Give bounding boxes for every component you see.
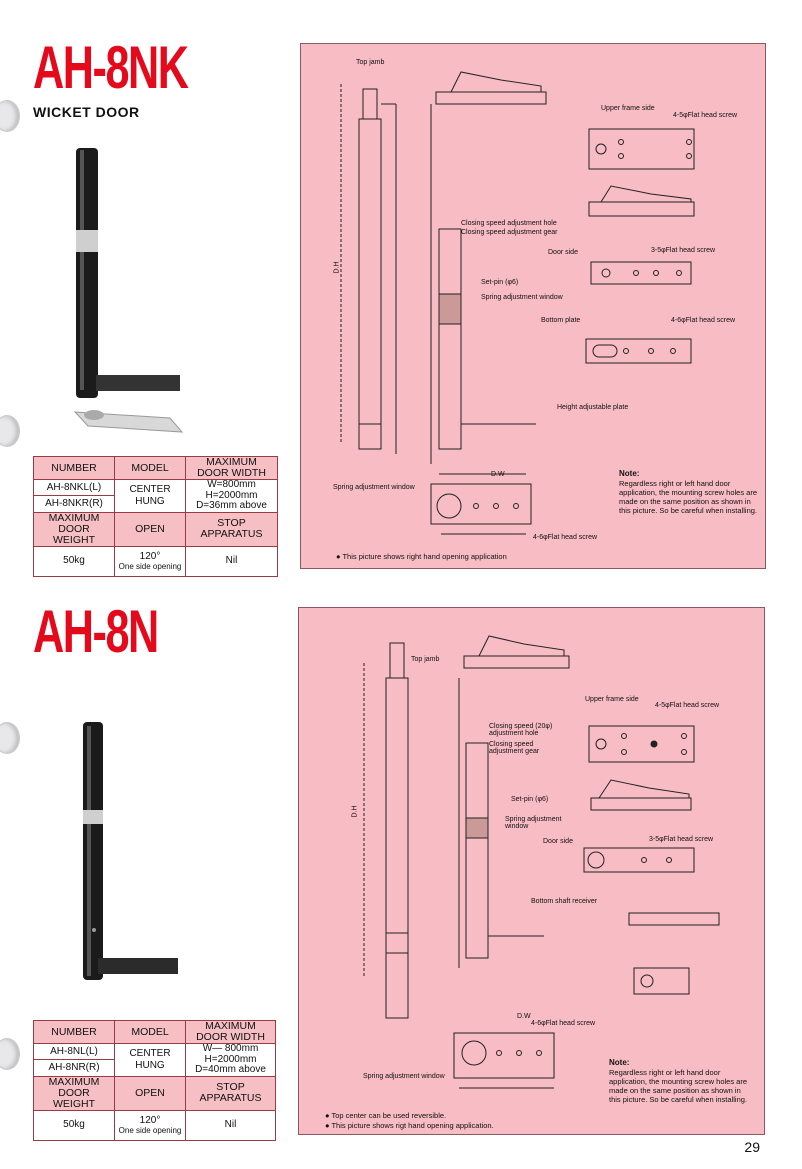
label-flat-screw-3: 3-5φFlat head screw	[649, 836, 714, 843]
cell-number: AH-8NR(R)	[33, 1059, 115, 1077]
label-dw: D.W	[517, 1013, 531, 1020]
label-upper-frame: Upper frame side	[601, 105, 655, 112]
label-flat-screw-3: 3-5φFlat head screw	[651, 247, 716, 254]
th-open: OPEN	[114, 511, 186, 547]
note-text: Regardless right or left hand door appli…	[609, 1067, 747, 1104]
label-flat-screw-4c: 4-6φFlat head screw	[533, 534, 598, 541]
note-text: Regardless right or left hand door appli…	[619, 478, 757, 515]
th-door-width: MAXIMUM DOOR WIDTH	[185, 455, 278, 481]
label-closing-gear: Closing speed adjustment gear	[489, 741, 540, 755]
cell-width-w: W=800mm	[207, 479, 256, 491]
binder-hole	[0, 415, 20, 447]
label-flat-screw-4b: 4-6φFlat head screw	[531, 1020, 596, 1027]
footnote: ● This picture shows rigt hand opening a…	[325, 1121, 494, 1130]
cell-width-d: D=36mm above	[196, 500, 267, 512]
note-title: Note:	[609, 1058, 630, 1067]
cell-open-side: One side opening	[118, 1126, 182, 1136]
cell-weight: 50kg	[33, 545, 115, 577]
page-number: 29	[744, 1139, 760, 1155]
label-set-pin: Set-pin (φ6)	[511, 796, 549, 803]
label-spring-window: Spring adjustment window	[481, 294, 563, 301]
note-bottom: Note: Regardless right or left hand door…	[609, 1058, 754, 1104]
th-open: OPEN	[114, 1075, 186, 1111]
note-title: Note:	[619, 469, 640, 478]
cell-width: W=800mm H=2000mm D=36mm above	[185, 479, 278, 513]
product-title-ah-8nk: AH-8NK	[33, 34, 189, 101]
cell-open-side: One side opening	[118, 562, 182, 572]
label-set-pin: Set-pin (φ6)	[481, 279, 519, 286]
binder-hole	[0, 100, 20, 132]
th-door-weight: MAXIMUM DOOR WEIGHT	[33, 1075, 115, 1111]
cell-width-h: H=2000mm	[204, 1053, 257, 1065]
cell-number: AH-8NKL(L)	[33, 479, 115, 497]
cell-open-angle: 120°	[139, 1114, 161, 1126]
cell-stop: Nil	[185, 545, 278, 577]
label-top-jamb: Top jamb	[356, 59, 385, 66]
cell-open: 120° One side opening	[114, 545, 186, 577]
cell-model: CENTER HUNG	[114, 479, 186, 513]
th-model: MODEL	[114, 1019, 186, 1045]
label-spring-window-2: Spring adjustment window	[363, 1073, 445, 1080]
label-closing-gear: Closing speed adjustment gear	[461, 229, 558, 236]
label-spring-window: Spring adjustment window	[505, 816, 562, 830]
label-closing-hole: Closing speed (20φ) adjustment hole	[489, 723, 553, 737]
product-subtitle: WICKET DOOR	[33, 104, 140, 120]
cell-width: W— 800mm H=2000mm D=40mm above	[185, 1043, 276, 1077]
th-door-width: MAXIMUM DOOR WIDTH	[185, 1019, 276, 1045]
cell-stop: Nil	[185, 1109, 276, 1141]
technical-drawing-ah-8n: Top jamb Upper frame side 4-5φFlat head …	[298, 607, 765, 1135]
binder-hole	[0, 722, 20, 754]
label-upper-frame: Upper frame side	[585, 696, 639, 703]
note-top: Note: Regardless right or left hand door…	[619, 469, 759, 515]
label-closing-hole: Closing speed adjustment hole	[461, 220, 557, 227]
label-door-side: Door side	[543, 838, 573, 845]
th-model: MODEL	[114, 455, 186, 481]
cell-open: 120° One side opening	[114, 1109, 186, 1141]
cell-open-angle: 120°	[139, 550, 161, 562]
label-flat-screw: 4-5φFlat head screw	[655, 702, 720, 709]
label-flat-screw-4b: 4-6φFlat head screw	[671, 317, 736, 324]
label-spring-window-2: Spring adjustment window	[333, 484, 415, 491]
cell-weight: 50kg	[33, 1109, 115, 1141]
th-stop: STOP APPARATUS	[185, 1075, 276, 1111]
cell-width-d: D=40mm above	[195, 1064, 266, 1076]
label-door-side: Door side	[548, 249, 578, 256]
cell-model: CENTER HUNG	[114, 1043, 186, 1077]
technical-drawing-ah-8nk: Top jamb Upper frame side 4-5φFlat head …	[300, 43, 766, 569]
label-height-plate: Height adjustable plate	[557, 404, 629, 411]
label-flat-screw: 4-5φFlat head screw	[673, 112, 738, 119]
footnote: ● Top center can be used reversible.	[325, 1111, 447, 1120]
label-dw: D.W	[491, 471, 505, 478]
cell-width-h: H=2000mm	[205, 489, 258, 501]
binder-hole	[0, 1038, 20, 1070]
cell-width-w: W— 800mm	[202, 1043, 259, 1055]
th-number: NUMBER	[33, 455, 115, 481]
cell-number: AH-8NKR(R)	[33, 495, 115, 513]
th-stop: STOP APPARATUS	[185, 511, 278, 547]
th-number: NUMBER	[33, 1019, 115, 1045]
label-dh: D.H	[333, 261, 341, 274]
drawing-lines	[363, 635, 720, 1089]
drawing-lines	[340, 71, 695, 535]
spec-table-ah-8nk: NUMBER MODEL MAXIMUM DOOR WIDTH AH-8NKL(…	[33, 455, 278, 577]
label-bottom-plate: Bottom plate	[541, 317, 581, 324]
spec-table-ah-8n: NUMBER MODEL MAXIMUM DOOR WIDTH AH-8NL(L…	[33, 1019, 276, 1141]
label-dh: D.H	[351, 805, 359, 818]
product-title-ah-8n: AH-8N	[33, 598, 159, 665]
cell-number: AH-8NL(L)	[33, 1043, 115, 1061]
label-bottom-shaft: Bottom shaft receiver	[531, 898, 598, 905]
label-top-jamb: Top jamb	[411, 656, 440, 663]
th-door-weight: MAXIMUM DOOR WEIGHT	[33, 511, 115, 547]
footnote: ● This picture shows right hand opening …	[336, 552, 507, 561]
